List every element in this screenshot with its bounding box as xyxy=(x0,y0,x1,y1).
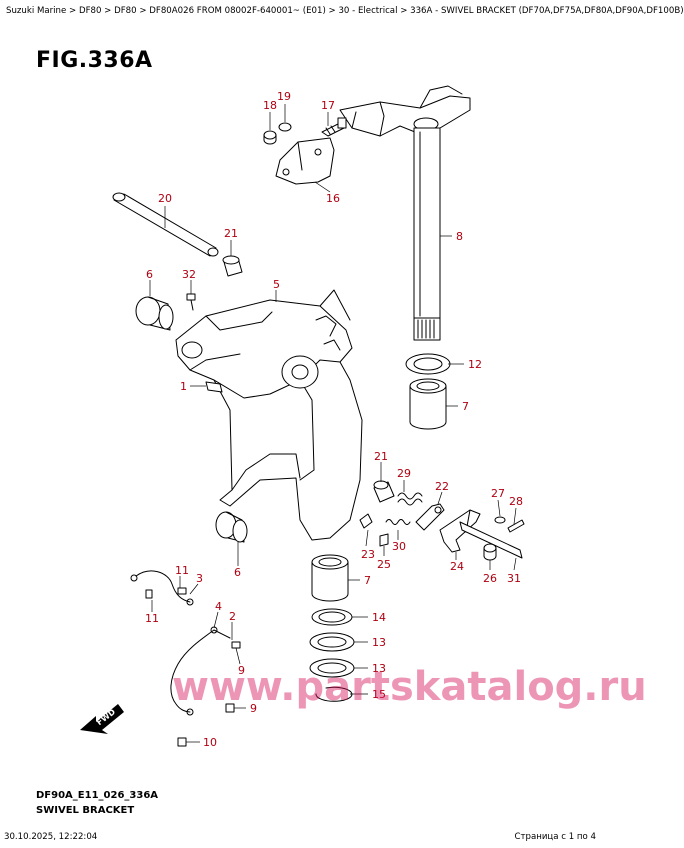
callout-10: 10 xyxy=(203,736,217,749)
callout-13-upper: 13 xyxy=(372,636,386,649)
parts-diagram: 18 19 17 16 20 21 6 32 5 8 12 1 7 21 29 … xyxy=(80,85,647,749)
callout-30: 30 xyxy=(392,540,406,553)
callout-21-right: 21 xyxy=(374,450,388,463)
callout-29: 29 xyxy=(397,467,411,480)
pin-28 xyxy=(507,519,525,533)
print-datetime: 30.10.2025, 12:22:04 xyxy=(4,832,98,842)
bushing-6-lower xyxy=(215,511,248,543)
print-page-count: Страница с 1 по 4 xyxy=(514,832,596,842)
callout-13-lower: 13 xyxy=(372,662,386,675)
washer-27 xyxy=(494,516,506,524)
bolt-1 xyxy=(205,381,223,393)
callout-11-upper: 11 xyxy=(175,564,189,577)
callout-7-upper: 7 xyxy=(462,400,469,413)
callout-4: 4 xyxy=(215,600,222,613)
bushing-6-upper xyxy=(135,296,174,331)
watermark: www.partskatalog.ru xyxy=(172,664,647,710)
callout-14: 14 xyxy=(372,611,386,624)
bolt-10 xyxy=(177,737,187,747)
callout-23: 23 xyxy=(361,548,375,561)
callout-6-lower: 6 xyxy=(234,566,241,579)
bolt-25 xyxy=(379,533,389,547)
callout-2: 2 xyxy=(229,610,236,623)
bolt-11-lower xyxy=(145,589,153,599)
ground-wire-4 xyxy=(170,626,231,716)
bolt-17 xyxy=(321,117,347,137)
swivel-bracket-body xyxy=(175,289,363,541)
leader-lines xyxy=(149,104,517,743)
bushing-7-upper xyxy=(409,378,447,430)
callout-12: 12 xyxy=(468,358,482,371)
clip-23 xyxy=(359,513,373,529)
spring-29 xyxy=(397,492,423,506)
figure-name: SWIVEL BRACKET xyxy=(36,805,135,816)
callout-20: 20 xyxy=(158,192,172,205)
callout-11-lower: 11 xyxy=(145,612,159,625)
bracket-16 xyxy=(275,137,335,185)
bushing-7-lower xyxy=(311,554,349,602)
snap-ring-15 xyxy=(315,686,353,702)
steering-shaft xyxy=(339,85,471,341)
bushing-21-right xyxy=(373,480,395,503)
callout-labels: 18 19 17 16 20 21 6 32 5 8 12 1 7 21 29 … xyxy=(145,90,523,749)
callout-5: 5 xyxy=(273,278,280,291)
callout-26: 26 xyxy=(483,572,497,585)
callout-18: 18 xyxy=(263,99,277,112)
collar-26 xyxy=(483,543,497,561)
callout-17: 17 xyxy=(321,99,335,112)
callout-3: 3 xyxy=(196,572,203,585)
washer-19 xyxy=(278,122,292,132)
ground-wire-3 xyxy=(130,570,194,606)
callout-6-upper: 6 xyxy=(146,268,153,281)
callout-28: 28 xyxy=(509,495,523,508)
bushing-21 xyxy=(222,255,243,277)
nut-18 xyxy=(263,130,277,145)
washer-13-lower xyxy=(309,658,355,678)
callout-21-top: 21 xyxy=(224,227,238,240)
callout-7-lower: 7 xyxy=(364,574,371,587)
bolt-9-upper xyxy=(231,641,241,649)
callout-9-upper: 9 xyxy=(238,664,245,677)
callout-32: 32 xyxy=(182,268,196,281)
callout-15: 15 xyxy=(372,688,386,701)
washer-13-upper xyxy=(309,632,355,652)
callout-16: 16 xyxy=(326,192,340,205)
breadcrumb: Suzuki Marine > DF80 > DF80 > DF80A026 F… xyxy=(6,6,684,16)
bolt-32 xyxy=(186,293,196,311)
callout-27: 27 xyxy=(491,487,505,500)
washer-14 xyxy=(311,608,353,626)
callout-24: 24 xyxy=(450,560,464,573)
callout-19: 19 xyxy=(277,90,291,103)
bolt-9-lower xyxy=(225,703,235,713)
callout-31: 31 xyxy=(507,572,521,585)
lock-lever-22 xyxy=(415,503,445,531)
figure-title: FIG.336A xyxy=(36,48,153,73)
callout-22: 22 xyxy=(435,480,449,493)
spring-30 xyxy=(385,519,411,525)
callout-1: 1 xyxy=(180,380,187,393)
callout-8: 8 xyxy=(456,230,463,243)
callout-9-lower: 9 xyxy=(250,702,257,715)
fwd-arrow-icon: FWD xyxy=(80,704,124,734)
bolt-11-upper xyxy=(177,587,187,595)
washer-12 xyxy=(405,353,451,375)
callout-25: 25 xyxy=(377,558,391,571)
shaft-31 xyxy=(459,521,523,559)
figure-code: DF90A_E11_026_336A xyxy=(36,790,159,801)
